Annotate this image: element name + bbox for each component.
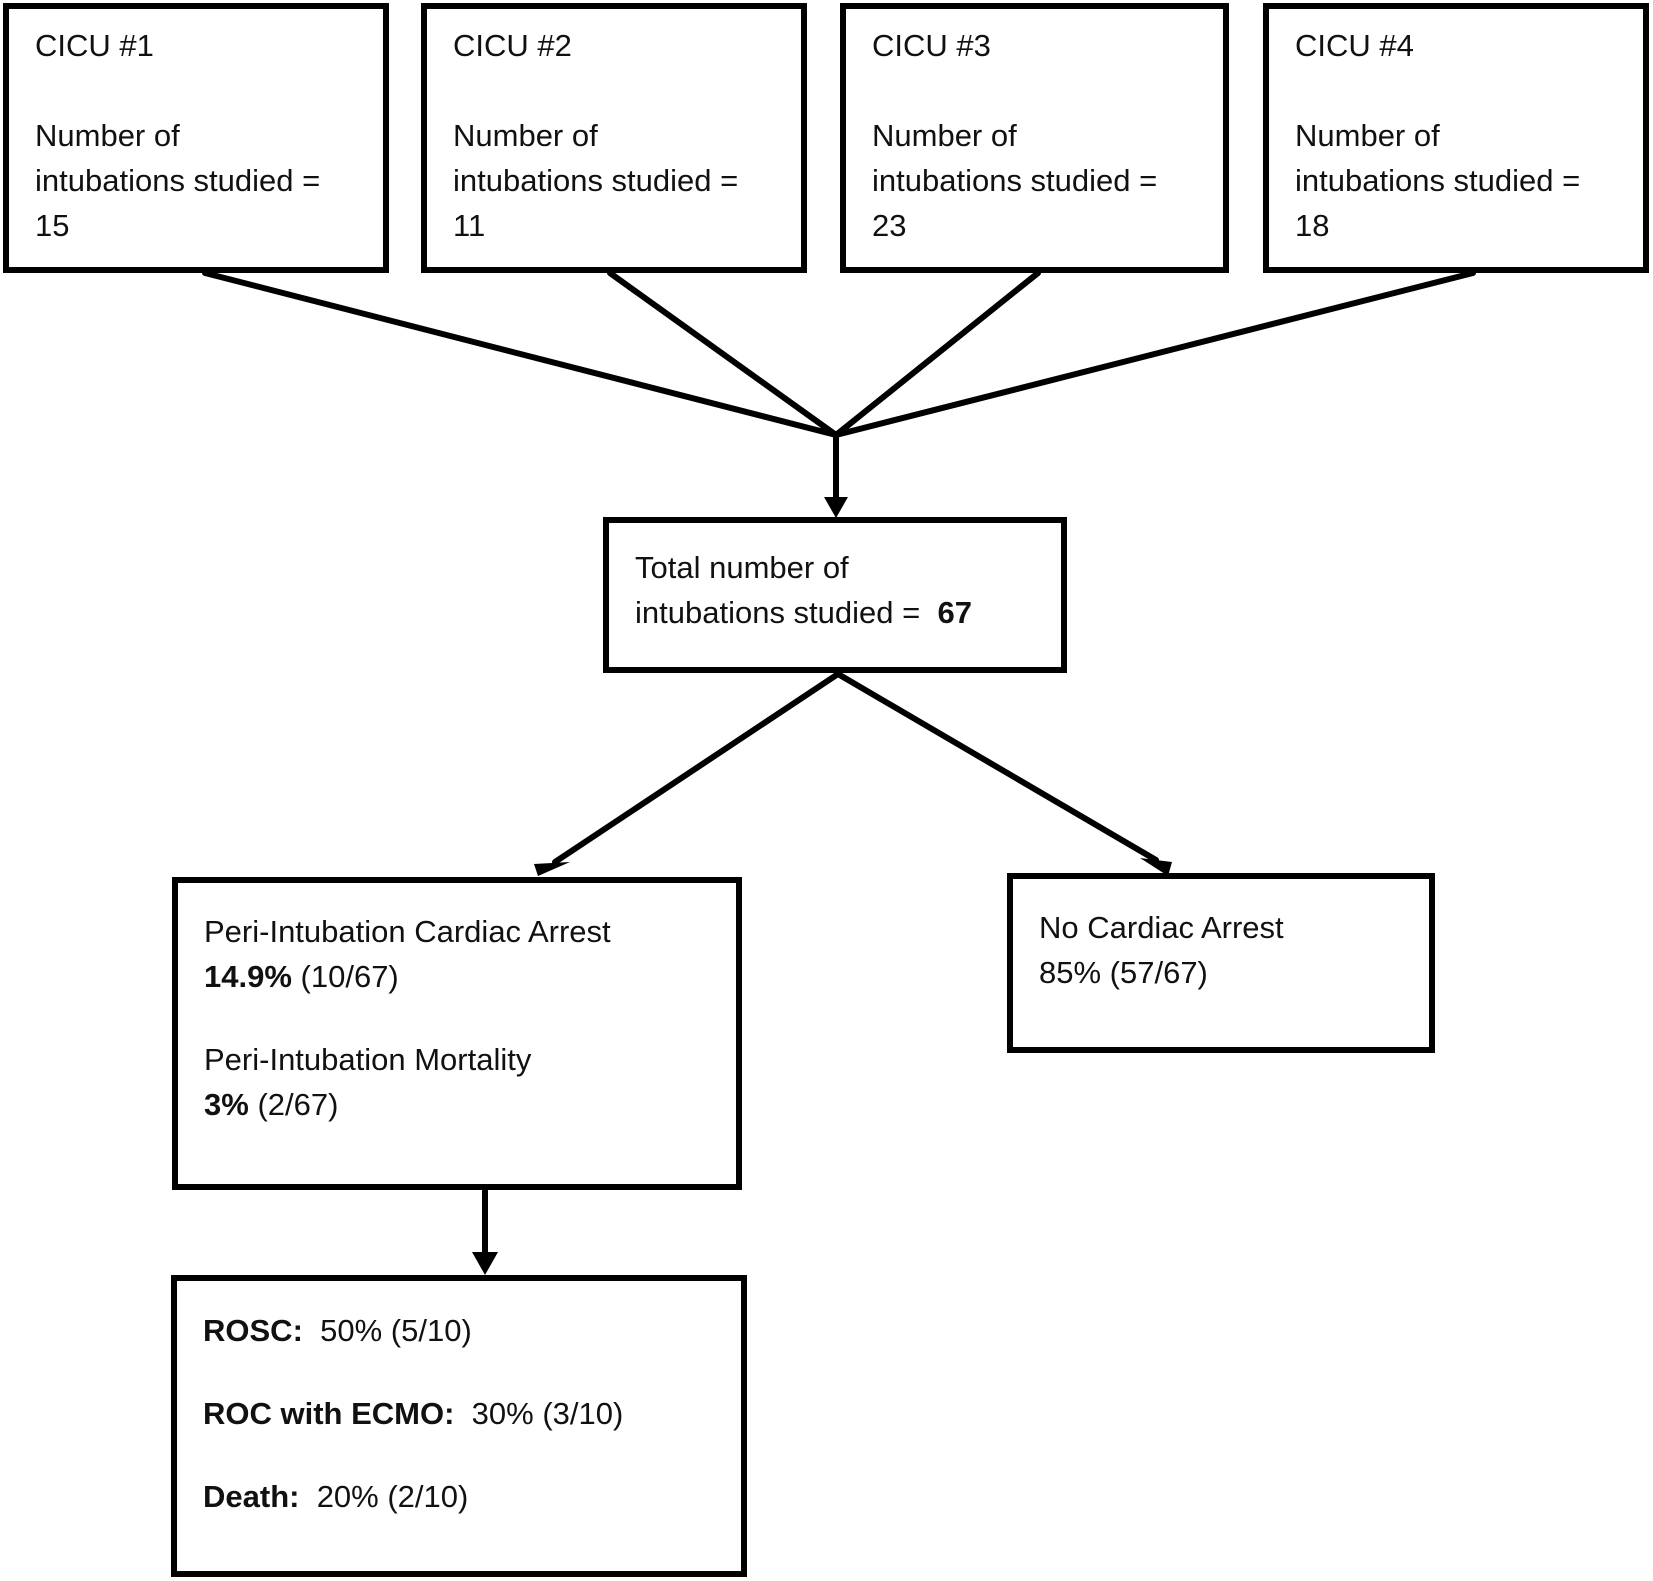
- cicu-3-box: CICU #3 Number of intubations studied = …: [840, 3, 1229, 273]
- cardiac-arrest-box: Peri-Intubation Cardiac Arrest 14.9% (10…: [172, 877, 742, 1190]
- cicu-2-label-a: Number of: [453, 118, 598, 153]
- cicu-1-count: 15: [35, 208, 70, 243]
- cicu-2-label-b: intubations studied =: [453, 163, 739, 198]
- connector-cicu4: [833, 270, 1476, 438]
- cicu-4-box: CICU #4 Number of intubations studied = …: [1263, 3, 1649, 273]
- connector-cicu2: [607, 270, 839, 438]
- outcome-rosc-label: ROSC:: [203, 1313, 303, 1348]
- arrowhead-no-arrest: [1140, 858, 1172, 876]
- mortality-fraction: (2/67): [257, 1087, 339, 1122]
- total-label: intubations studied =: [635, 595, 921, 630]
- cicu-2-title: CICU #2: [453, 28, 572, 63]
- outcome-death-value: 20% (2/10): [316, 1479, 469, 1514]
- cicu-2-count: 11: [453, 208, 486, 243]
- arrowhead-arrest: [534, 862, 570, 876]
- cicu-3-title: CICU #3: [872, 28, 991, 63]
- connector-cicu3: [833, 270, 1041, 438]
- cicu-4-label-b: intubations studied =: [1295, 163, 1581, 198]
- mortality-rate: 3%: [204, 1087, 249, 1122]
- cicu-1-title: CICU #1: [35, 28, 154, 63]
- arrest-outcomes-box: ROSC: 50% (5/10) ROC with ECMO: 30% (3/1…: [171, 1275, 747, 1577]
- connector-cicu1: [202, 270, 839, 438]
- arrowhead-outcomes: [472, 1252, 498, 1275]
- no-arrest-label: No Cardiac Arrest: [1039, 910, 1284, 945]
- total-box: Total number of intubations studied = 67: [603, 517, 1067, 673]
- total-line-2: intubations studied = 67: [635, 590, 1035, 635]
- total-line-1: Total number of: [635, 550, 849, 585]
- arrest-label: Peri-Intubation Cardiac Arrest: [204, 914, 611, 949]
- cicu-4-label-a: Number of: [1295, 118, 1440, 153]
- total-count: 67: [937, 595, 972, 630]
- cicu-4-title: CICU #4: [1295, 28, 1414, 63]
- outcome-rosc: ROSC: 50% (5/10): [203, 1308, 715, 1353]
- cicu-3-label-b: intubations studied =: [872, 163, 1158, 198]
- cicu-2-box: CICU #2 Number of intubations studied = …: [421, 3, 807, 273]
- outcome-rosc-value: 50% (5/10): [320, 1313, 472, 1348]
- cicu-4-count: 18: [1295, 208, 1330, 243]
- cicu-1-label-a: Number of: [35, 118, 180, 153]
- arrest-fraction: (10/67): [300, 959, 399, 994]
- mortality-label: Peri-Intubation Mortality: [204, 1042, 532, 1077]
- arrowhead-total: [824, 497, 848, 518]
- outcome-ecmo-label: ROC with ECMO:: [203, 1396, 455, 1431]
- arrest-stat: 14.9% (10/67): [204, 954, 710, 999]
- no-cardiac-arrest-box: No Cardiac Arrest 85% (57/67): [1007, 873, 1435, 1053]
- connector-total-to-no-arrest: [835, 671, 1159, 863]
- cicu-3-count: 23: [872, 208, 907, 243]
- cicu-1-label-b: intubations studied =: [35, 163, 321, 198]
- cicu-1-box: CICU #1 Number of intubations studied = …: [3, 3, 389, 273]
- outcome-ecmo-value: 30% (3/10): [471, 1396, 624, 1431]
- no-arrest-value: 85% (57/67): [1039, 955, 1208, 990]
- arrest-rate: 14.9%: [204, 959, 292, 994]
- outcome-death: Death: 20% (2/10): [203, 1474, 715, 1519]
- outcome-death-label: Death:: [203, 1479, 300, 1514]
- connector-total-to-arrest: [552, 671, 841, 865]
- cicu-3-label-a: Number of: [872, 118, 1017, 153]
- outcome-ecmo: ROC with ECMO: 30% (3/10): [203, 1391, 715, 1436]
- mortality-stat: 3% (2/67): [204, 1082, 710, 1127]
